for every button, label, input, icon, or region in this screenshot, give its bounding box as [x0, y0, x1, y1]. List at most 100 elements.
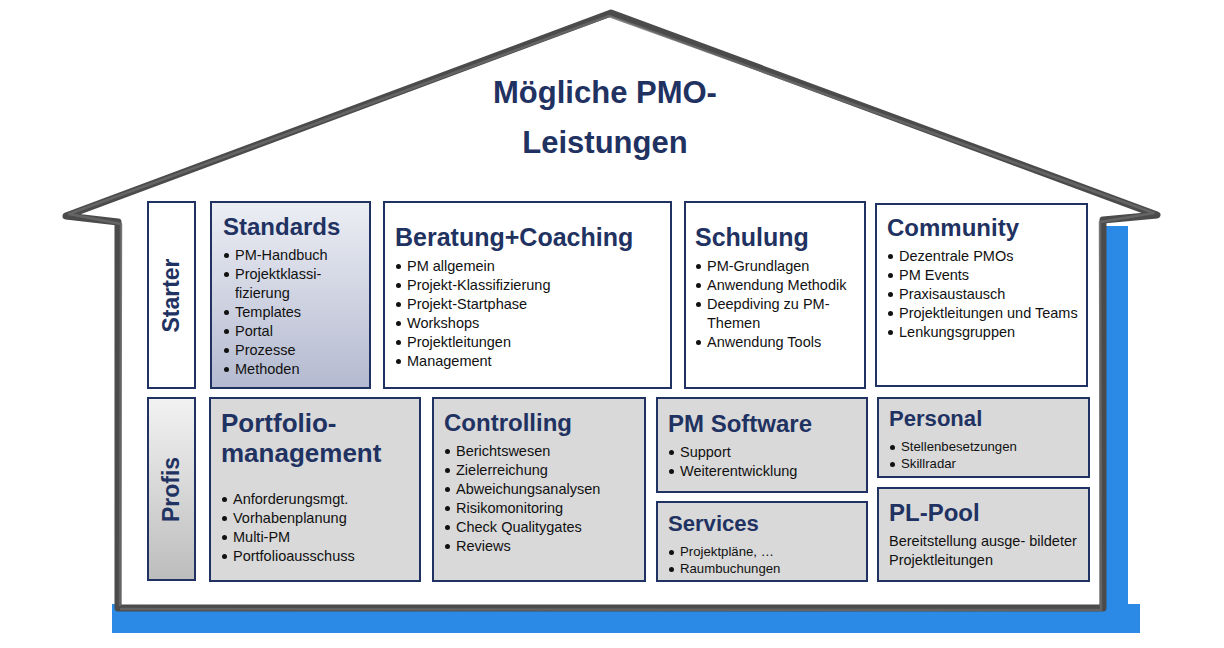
bullet-dot: [669, 450, 674, 455]
bullet-dot: [696, 302, 701, 307]
service-box: ControllingBerichtswesenZielerreichungAb…: [432, 397, 646, 582]
service-box: SchulungPM-GrundlagenAnwendung MethodikD…: [684, 201, 866, 389]
bullet-dot: [888, 292, 893, 297]
bullet-text: Weiterentwicklung: [680, 463, 797, 479]
bullet-item: Zielerreichung: [444, 461, 638, 480]
bullet-item: PM-Grundlagen: [695, 257, 858, 276]
bullet-dot: [224, 253, 229, 258]
bullet-text: Projektpläne, …: [680, 544, 774, 559]
bullet-text: PM-Handbuch: [235, 247, 328, 263]
bullet-item: Berichtswesen: [444, 442, 638, 461]
bullet-item: Projektpläne, …: [668, 543, 860, 560]
service-box: ServicesProjektpläne, …Raumbuchungen: [656, 501, 868, 582]
bullet-item: Stellenbesetzungen: [889, 438, 1082, 455]
bullet-dot: [669, 469, 674, 474]
bullet-item: Anwendung Tools: [695, 333, 858, 352]
bullet-dot: [224, 329, 229, 334]
box-heading: Schulung: [695, 223, 858, 252]
bullet-dot: [669, 550, 674, 555]
bullet-item: Projekt-Klassifizierung: [395, 276, 662, 295]
service-box: PM SoftwareSupportWeiterentwicklung: [656, 397, 868, 493]
box-text: Bereitstellung ausge- bildeter Projektle…: [889, 532, 1082, 570]
bullet-item: Templates: [223, 303, 361, 322]
bullet-text: Portfolioausschuss: [233, 548, 355, 564]
bullet-dot: [396, 283, 401, 288]
bullet-text: Projekt-Startphase: [407, 296, 527, 312]
level-band: Profis: [147, 397, 196, 581]
bullet-item: Projekt-Startphase: [395, 295, 662, 314]
level-label: Profis: [158, 456, 185, 521]
bullet-text: Methoden: [235, 361, 300, 377]
bullet-dot: [224, 310, 229, 315]
bullet-item: PM allgemein: [395, 257, 662, 276]
service-box: PersonalStellenbesetzungenSkillradar: [877, 397, 1090, 478]
bullet-item: Projektklassi- fizierung: [223, 265, 361, 303]
bullet-item: Risikomonitoring: [444, 499, 638, 518]
bullet-item: Skillradar: [889, 455, 1082, 472]
service-box: PL-PoolBereitstellung ausge- bildeter Pr…: [877, 487, 1090, 582]
bullet-dot: [696, 340, 701, 345]
bullet-dot: [445, 506, 450, 511]
standards-box: StandardsPM-HandbuchProjektklassi- fizie…: [210, 201, 371, 389]
bullet-dot: [890, 462, 895, 467]
box-heading: Standards: [223, 213, 361, 241]
bullet-item: Multi-PM: [221, 528, 413, 547]
bullet-dot: [396, 302, 401, 307]
box-heading: Portfolio- management: [221, 408, 413, 468]
bullet-dot: [222, 554, 227, 559]
bullet-text: Anwendung Tools: [707, 334, 821, 350]
bullet-item: Dezentrale PMOs: [887, 247, 1080, 266]
bullet-text: Check Qualitygates: [456, 519, 582, 535]
bullet-text: Dezentrale PMOs: [899, 248, 1013, 264]
bullet-text: PM Events: [899, 267, 969, 283]
service-box: Portfolio- managementAnforderungsmgt. Vor…: [209, 397, 421, 582]
bullet-dot: [888, 273, 893, 278]
bullet-dot: [222, 535, 227, 540]
bullet-dot: [222, 516, 227, 521]
bullet-item: Abweichungsanalysen: [444, 480, 638, 499]
bullet-text: Stellenbesetzungen: [901, 439, 1017, 454]
box-heading: PL-Pool: [889, 499, 1082, 527]
level-label: Starter: [158, 258, 185, 332]
bullet-dot: [224, 272, 229, 277]
bullet-text: Risikomonitoring: [456, 500, 563, 516]
level-band: Starter: [147, 201, 196, 389]
box-heading: Services: [668, 510, 860, 538]
bullet-item: Projektleitungen und Teams: [887, 304, 1080, 323]
bullet-dot: [396, 340, 401, 345]
bullet-item: Check Qualitygates: [444, 518, 638, 537]
bullet-text: Projektleitungen und Teams: [899, 305, 1078, 321]
bullet-item: Portfolioausschuss: [221, 547, 413, 566]
bullet-dot: [888, 254, 893, 259]
bullet-item: Vorhabenplanung: [221, 509, 413, 528]
bullet-text: Reviews: [456, 538, 511, 554]
box-heading: Beratung+Coaching: [395, 223, 662, 252]
bullet-text: Projektleitungen: [407, 334, 511, 350]
diagram-title: Mögliche PMO-Leistungen: [445, 68, 765, 168]
service-box: Beratung+Coaching PM allgemeinProjekt-Kla…: [383, 201, 672, 389]
bullet-dot: [696, 264, 701, 269]
bullet-dot: [396, 321, 401, 326]
bullet-text: Praxisaustausch: [899, 286, 1005, 302]
box-heading: Controlling: [444, 409, 638, 437]
bullet-dot: [696, 283, 701, 288]
bullet-text: Anwendung Methodik: [707, 277, 846, 293]
bullet-text: Skillradar: [901, 456, 956, 471]
bullet-dot: [669, 567, 674, 572]
bullet-text: Prozesse: [235, 342, 295, 358]
bullet-text: Berichtswesen: [456, 443, 550, 459]
bullet-dot: [445, 525, 450, 530]
bullet-text: Anforderungsmgt.: [233, 491, 348, 507]
bullet-text: Support: [680, 444, 731, 460]
bullet-dot: [222, 497, 227, 502]
bullet-dot: [445, 544, 450, 549]
bullet-text: Deepdiving zu PM- Themen: [707, 296, 830, 331]
bullet-dot: [396, 264, 401, 269]
bullet-item: Prozesse: [223, 341, 361, 360]
bullet-dot: [224, 367, 229, 372]
bullet-dot: [888, 311, 893, 316]
box-heading: PM Software: [668, 410, 860, 438]
bullet-item: Projektleitungen: [395, 333, 662, 352]
box-heading: Personal: [889, 405, 1082, 433]
bullet-item: PM-Handbuch: [223, 246, 361, 265]
